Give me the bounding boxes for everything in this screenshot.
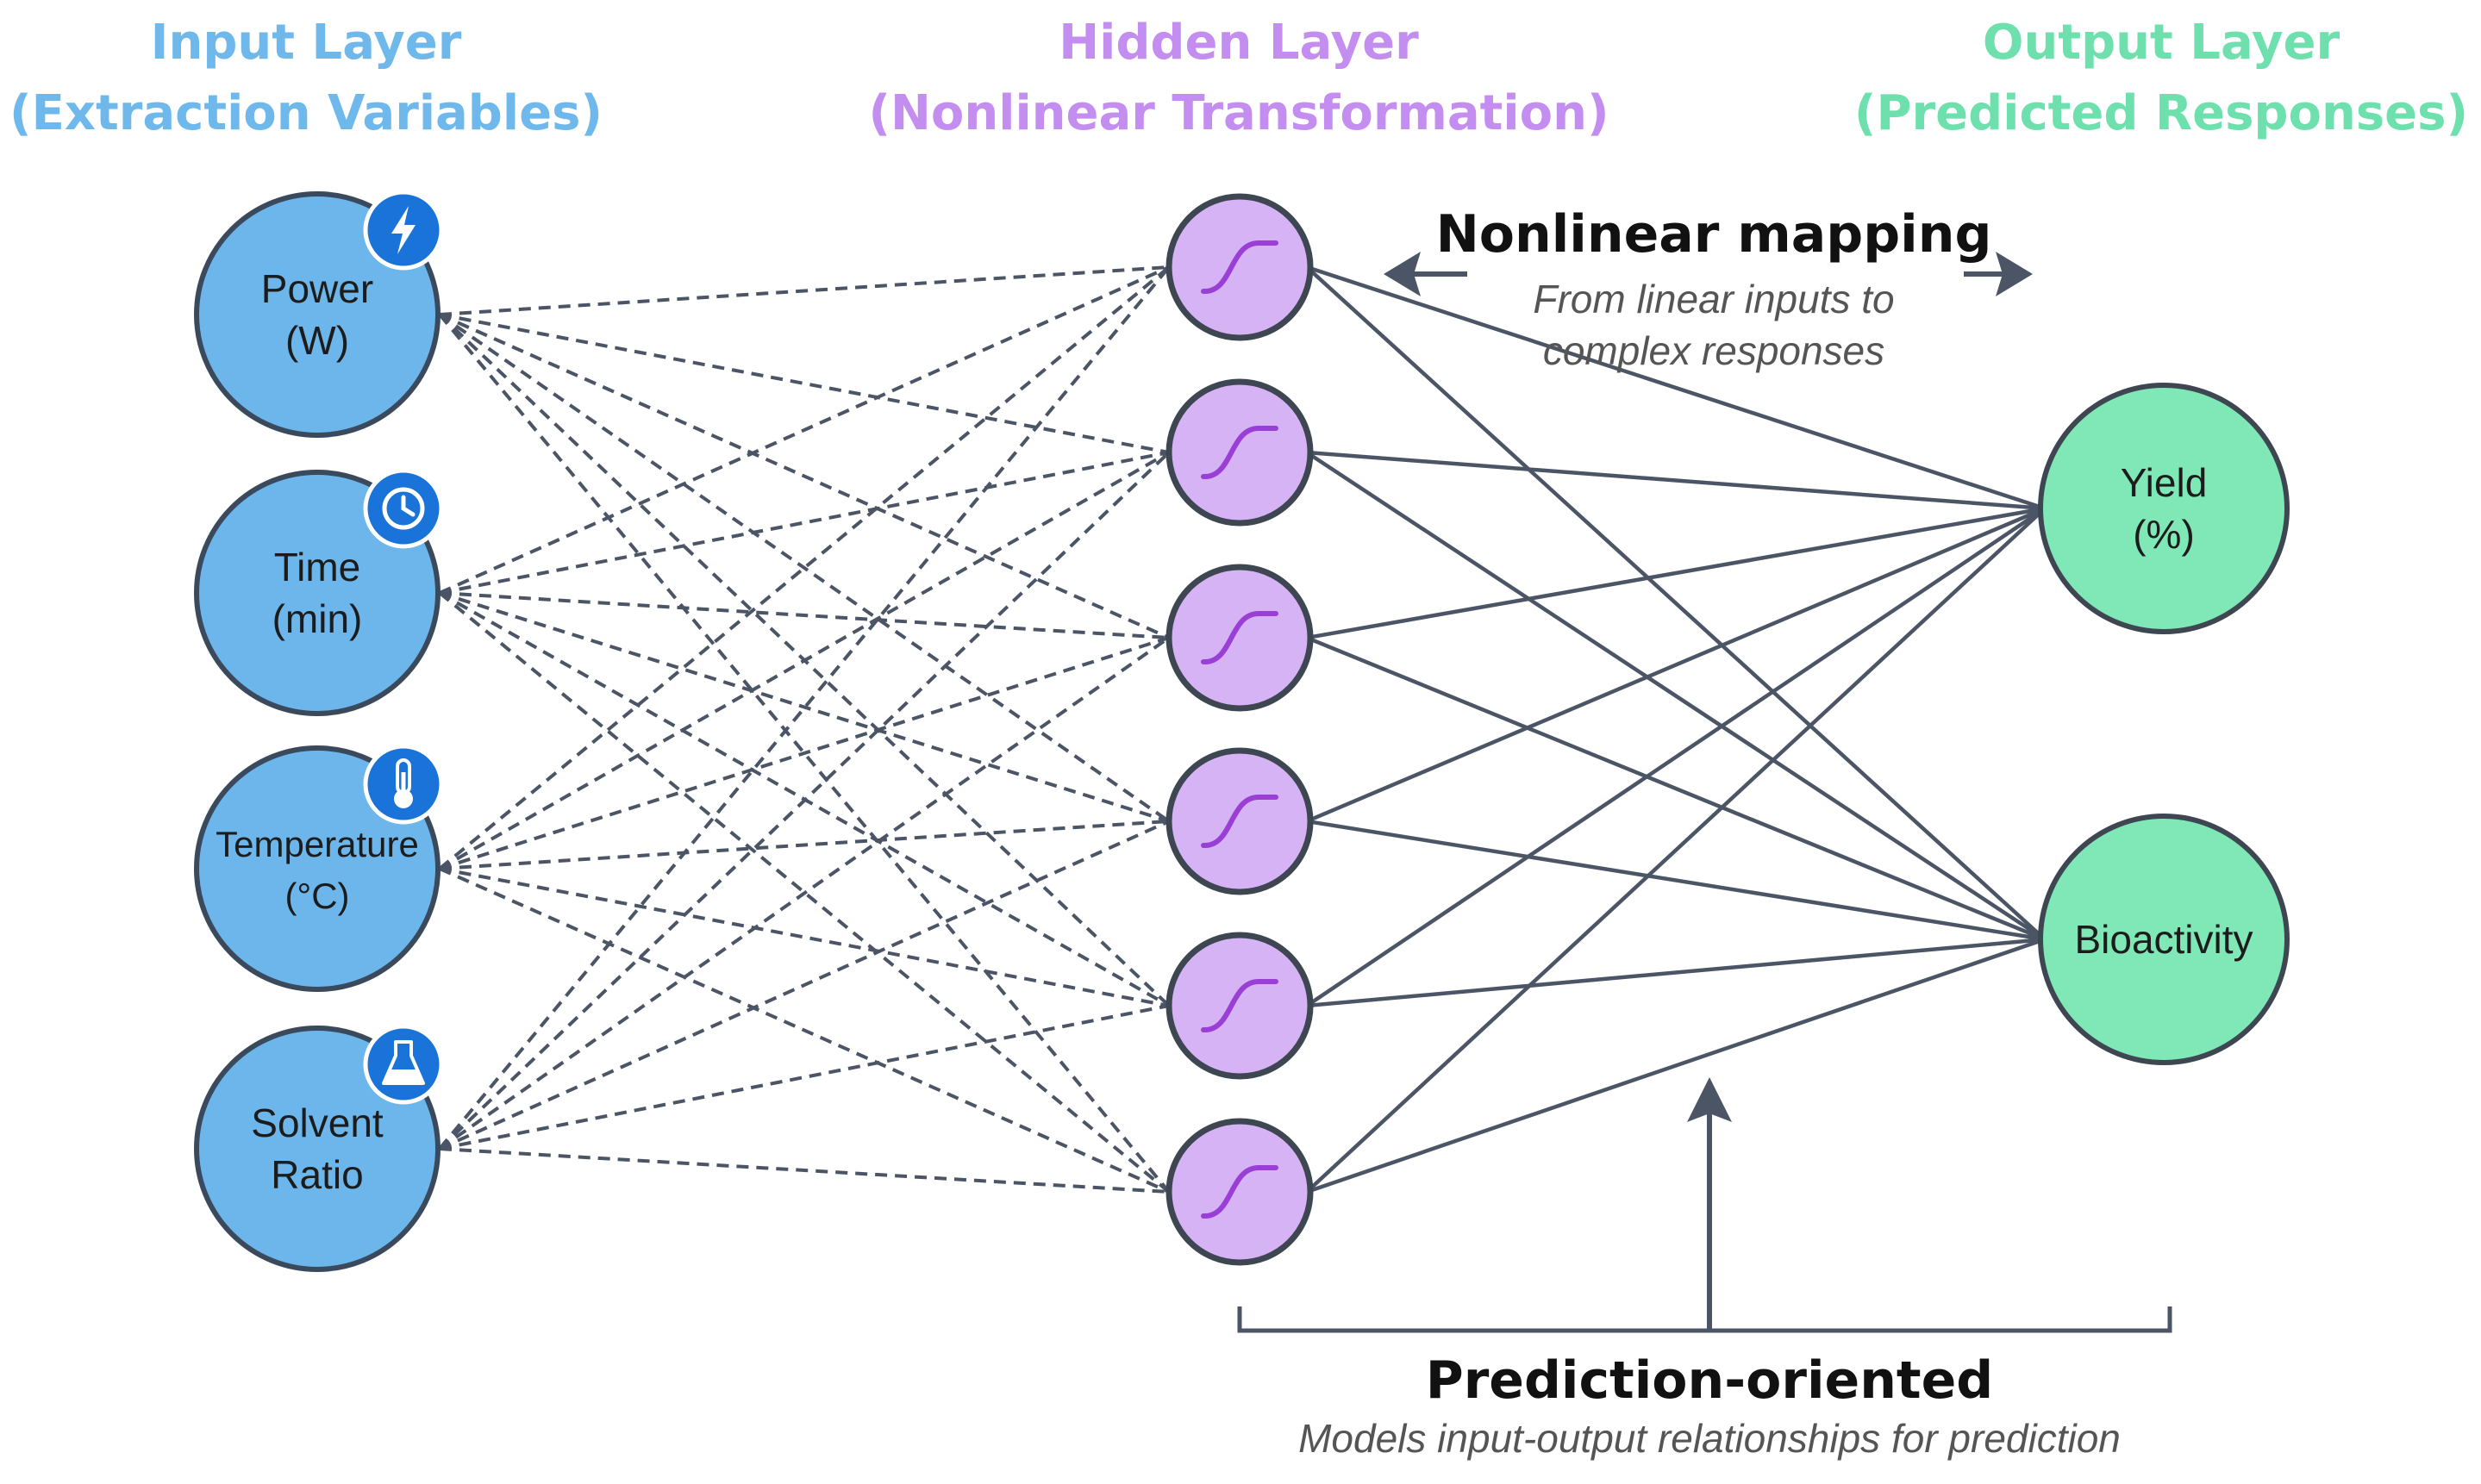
hidden-node	[1166, 932, 1314, 1080]
hidden-node	[1166, 378, 1314, 527]
dashed-connection	[438, 313, 1171, 1194]
prediction-oriented-subtitle: Models input-output relationships for pr…	[1298, 1416, 2121, 1461]
prediction-oriented-title: Prediction-oriented	[1426, 1350, 1994, 1411]
output-node: Yield (%)	[2038, 383, 2290, 634]
hidden-node-circle	[1166, 747, 1314, 895]
dashed-connection	[438, 636, 1171, 1150]
solid-connection	[1306, 937, 2046, 1194]
hidden-node-circle	[1166, 193, 1314, 341]
input-node-unit: (W)	[285, 318, 349, 363]
arrow-up-icon	[1687, 1077, 1732, 1122]
dashed-connection	[439, 591, 1170, 639]
output-layer-subtitle: (Predicted Responses)	[1854, 85, 2468, 141]
dashed-connection	[439, 1147, 1170, 1194]
lightning-icon	[363, 190, 444, 271]
hidden-node-circle	[1166, 1118, 1314, 1266]
input-hidden-connections	[438, 265, 1171, 1194]
output-layer-nodes: Yield (%) Bioactivity	[2038, 383, 2290, 1065]
solid-connection	[1306, 450, 2046, 511]
dashed-connection	[439, 636, 1170, 870]
input-layer-title: Input Layer	[151, 15, 462, 71]
dashed-connection	[439, 591, 1170, 823]
nonlinear-mapping-subtitle-2: complex responses	[1543, 328, 1884, 373]
dashed-connection	[438, 265, 1171, 1150]
solid-connection	[1306, 819, 2046, 942]
dashed-connection	[439, 451, 1170, 870]
nonlinear-mapping-title: Nonlinear mapping	[1436, 204, 1992, 265]
bracket	[1237, 1306, 2172, 1333]
output-node-label: Bioactivity	[2074, 917, 2253, 962]
solid-connection	[1305, 507, 2047, 1007]
nonlinear-mapping-annotation: Nonlinear mapping From linear inputs to …	[1384, 204, 2033, 373]
clock-icon	[363, 468, 444, 549]
input-node-unit: (min)	[272, 596, 363, 641]
arrow-right-icon	[1996, 252, 2033, 296]
hidden-layer-nodes	[1166, 193, 1314, 1266]
dashed-connection	[439, 820, 1170, 1150]
dashed-connection	[439, 313, 1170, 639]
input-node-label: Temperature	[216, 824, 419, 864]
dashed-connection	[439, 867, 1170, 1007]
sigmoid-icon	[1201, 1165, 1278, 1219]
flask-icon	[363, 1024, 444, 1105]
input-node-label: Time	[274, 545, 361, 589]
output-node-circle	[2038, 383, 2290, 634]
thermometer-icon	[363, 744, 444, 825]
solid-connection	[1306, 506, 2046, 640]
dashed-connection	[438, 451, 1171, 1150]
dashed-connection	[439, 265, 1170, 316]
hidden-node	[1166, 1118, 1314, 1266]
input-node: Temperature (°C)	[194, 744, 444, 992]
dashed-connection	[439, 265, 1170, 595]
dashed-connection	[438, 313, 1171, 823]
dashed-connection	[439, 820, 1170, 870]
input-node-unit: (°C)	[284, 876, 349, 916]
output-layer-title: Output Layer	[1983, 15, 2340, 71]
output-node: Bioactivity	[2038, 814, 2290, 1065]
hidden-node-circle	[1166, 378, 1314, 527]
input-node: Time (min)	[194, 468, 444, 716]
output-node-circle	[2038, 814, 2290, 1065]
solid-connection	[1306, 937, 2046, 1008]
arrow-left-icon	[1384, 252, 1421, 296]
input-node-unit: Ratio	[271, 1152, 363, 1197]
solid-connection	[1306, 635, 2046, 942]
input-node: Power (W)	[194, 190, 444, 438]
hidden-node-circle	[1166, 564, 1314, 712]
solid-connection	[1305, 507, 2047, 1194]
input-layer-nodes: Power (W) Time (min) Temperature (°C) SolventR…	[194, 190, 444, 1272]
hidden-output-connections	[1305, 265, 2047, 1194]
hidden-layer-subtitle: (Nonlinear Transformation)	[868, 85, 1609, 141]
sigmoid-icon	[1201, 979, 1278, 1033]
solid-connection	[1305, 451, 2047, 941]
hidden-node	[1166, 564, 1314, 712]
dashed-connection	[439, 867, 1170, 1194]
sigmoid-icon	[1201, 795, 1278, 849]
hidden-node	[1166, 193, 1314, 341]
solid-connection	[1306, 506, 2046, 824]
sigmoid-icon	[1201, 611, 1278, 665]
input-node-label: Solvent	[251, 1101, 384, 1145]
hidden-node-circle	[1166, 932, 1314, 1080]
dashed-connection	[439, 313, 1170, 454]
hidden-layer-title: Hidden Layer	[1059, 15, 1419, 71]
dashed-connection	[439, 451, 1170, 595]
sigmoid-icon	[1201, 240, 1278, 295]
prediction-annotation: Prediction-oriented Models input-output …	[1237, 1077, 2172, 1461]
output-node-label: Yield	[2121, 460, 2208, 505]
output-node-unit: (%)	[2133, 512, 2195, 557]
input-layer-subtitle: (Extraction Variables)	[9, 85, 603, 141]
sigmoid-icon	[1201, 426, 1278, 480]
solid-connection	[1305, 265, 2047, 941]
input-node-label: Power	[261, 266, 373, 311]
hidden-node	[1166, 747, 1314, 895]
dashed-connection	[439, 1004, 1170, 1150]
solid-connection	[1306, 265, 2046, 511]
nonlinear-mapping-subtitle-1: From linear inputs to	[1533, 277, 1894, 321]
